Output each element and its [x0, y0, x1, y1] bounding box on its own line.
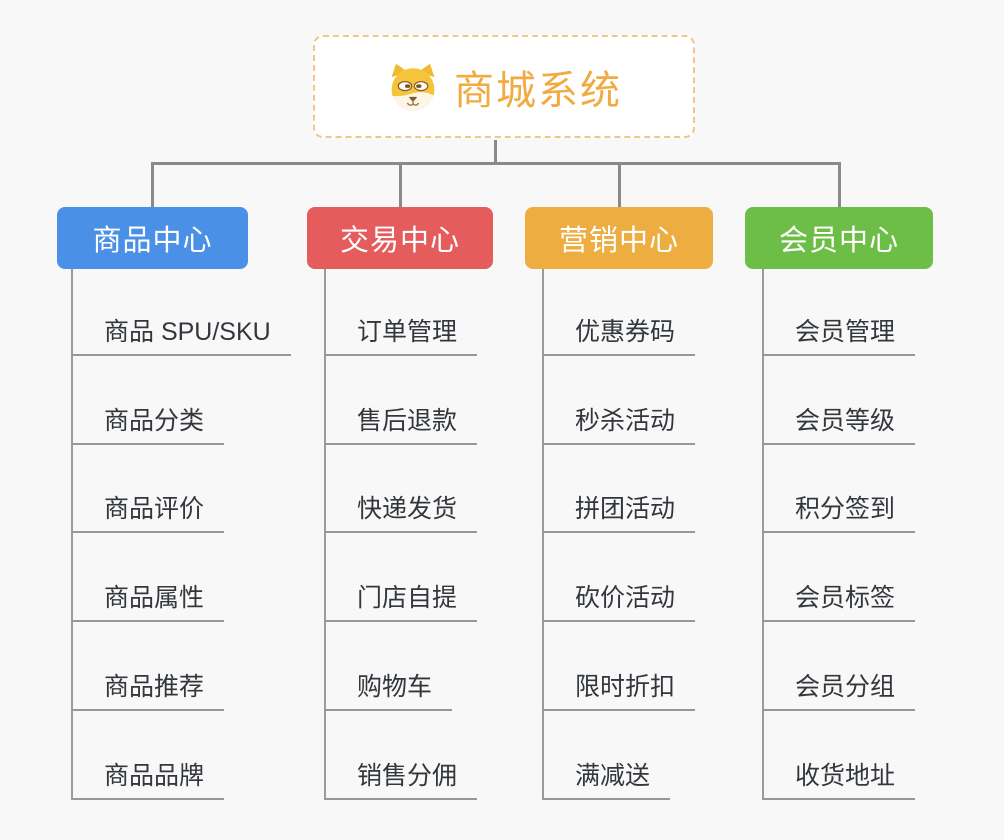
trunk-line-marketing: [542, 269, 544, 800]
subtopic-label: 会员等级: [795, 407, 896, 435]
branch-member-center[interactable]: 会员中心: [745, 207, 933, 269]
subtopic-label: 拼团活动: [575, 495, 676, 523]
subtopic-label: 砍价活动: [575, 584, 676, 612]
subtopic-item[interactable]: 售后退款: [324, 403, 478, 445]
subtopic-item[interactable]: 会员等级: [762, 403, 916, 445]
subtopic-item[interactable]: 商品推荐: [71, 669, 225, 711]
connector-drop-member: [838, 164, 841, 207]
subtopic-label: 售后退款: [357, 407, 458, 435]
subtopic-label: 限时折扣: [575, 673, 676, 701]
subtopic-item[interactable]: 销售分佣: [324, 758, 478, 800]
subtopic-item[interactable]: 订单管理: [324, 314, 478, 356]
subtopic-item[interactable]: 秒杀活动: [542, 403, 696, 445]
subtopic-label: 商品 SPU/SKU: [104, 318, 271, 346]
subtopic-item[interactable]: 会员管理: [762, 314, 916, 356]
subtopic-label: 满减送: [575, 762, 651, 790]
subtopic-label: 门店自提: [357, 584, 458, 612]
subtopic-item[interactable]: 商品评价: [71, 491, 225, 533]
subtopic-label: 积分签到: [795, 495, 896, 523]
subtopic-item[interactable]: 快递发货: [324, 491, 478, 533]
subtopic-item[interactable]: 商品 SPU/SKU: [71, 314, 291, 356]
subtopic-label: 商品属性: [104, 584, 205, 612]
subtopic-label: 商品评价: [104, 495, 205, 523]
subtopic-label: 商品推荐: [104, 673, 205, 701]
subtopic-item[interactable]: 收货地址: [762, 758, 916, 800]
root-topic-label: 商城系统: [454, 68, 622, 113]
connector-horizontal-bar: [151, 162, 841, 165]
subtopic-item[interactable]: 会员标签: [762, 580, 916, 622]
branch-trade-center[interactable]: 交易中心: [307, 207, 493, 269]
subtopic-label: 秒杀活动: [575, 407, 676, 435]
trunk-line-product: [71, 269, 73, 800]
subtopic-item[interactable]: 优惠券码: [542, 314, 696, 356]
subtopic-label: 购物车: [357, 673, 433, 701]
subtopic-label: 会员标签: [795, 584, 896, 612]
subtopic-item[interactable]: 商品品牌: [71, 758, 225, 800]
subtopic-item[interactable]: 限时折扣: [542, 669, 696, 711]
branch-marketing-center[interactable]: 营销中心: [525, 207, 713, 269]
subtopic-item[interactable]: 拼团活动: [542, 491, 696, 533]
subtopic-item[interactable]: 门店自提: [324, 580, 478, 622]
subtopic-item[interactable]: 商品分类: [71, 403, 225, 445]
subtopic-label: 订单管理: [357, 318, 458, 346]
subtopic-item[interactable]: 积分签到: [762, 491, 916, 533]
connector-drop-product: [151, 164, 154, 207]
subtopic-label: 会员分组: [795, 673, 896, 701]
subtopic-label: 会员管理: [795, 318, 896, 346]
subtopic-label: 商品分类: [104, 407, 205, 435]
trunk-line-member: [762, 269, 764, 800]
subtopic-label: 商品品牌: [104, 762, 205, 790]
subtopic-label: 优惠券码: [575, 318, 676, 346]
branch-product-center[interactable]: 商品中心: [57, 207, 248, 269]
subtopic-item[interactable]: 购物车: [324, 669, 453, 711]
subtopic-label: 销售分佣: [357, 762, 458, 790]
root-topic[interactable]: 商城系统: [313, 35, 695, 138]
dog-face-icon: [391, 63, 435, 111]
trunk-line-trade: [324, 269, 326, 800]
connector-drop-trade: [399, 164, 402, 207]
connector-root-stem: [494, 140, 497, 165]
subtopic-item[interactable]: 商品属性: [71, 580, 225, 622]
connector-drop-marketing: [618, 164, 621, 207]
subtopic-item[interactable]: 砍价活动: [542, 580, 696, 622]
subtopic-label: 快递发货: [357, 495, 458, 523]
subtopic-label: 收货地址: [795, 762, 896, 790]
subtopic-item[interactable]: 会员分组: [762, 669, 916, 711]
subtopic-item[interactable]: 满减送: [542, 758, 671, 800]
